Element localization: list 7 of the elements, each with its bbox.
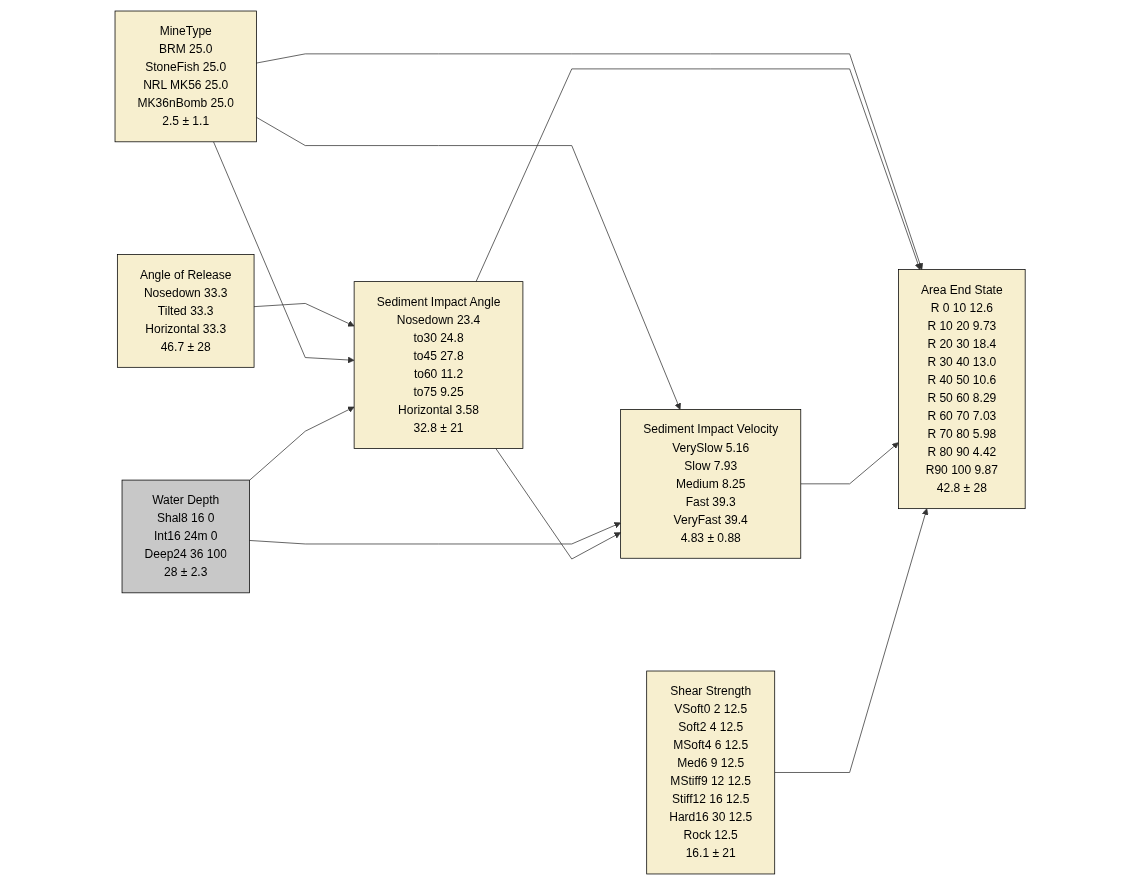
node-box: Angle of Release Nosedown 33.3 Tilted 33.3 Horizontal 33.3 46.7 ± 28 (116, 254, 255, 368)
node-box: Sediment Impact Velocity VerySlow 5.16 Slow 7.93 Medium 8.25 Fast 39.3 VeryFast 39.4 4.83 ± 0.88 (620, 409, 802, 559)
node-box: Area End State R 0 10 12.6 R 10 20 9.73 R 20 30 18.4 R 30 40 13.0 R 40 50 10.6 R 50 60 8.29 R 60 70 7.03 R 70 80 5.98 R 80 90 4.42 R90 100 9.87 42.8 ± 28 (898, 269, 1026, 509)
node-box: Sediment Impact Angle Nosedown 23.4 to30 24.8 to45 27.8 to60 11.2 to75 9.25 Horizontal 3.58 32.8 ± 21 (353, 281, 524, 449)
node-box: Shear Strength VSoft0 2 12.5 Soft2 4 12.5 MSoft4 6 12.5 Med6 9 12.5 MStiff9 12 12.5 Stiff12 16 12.5 Hard16 30 12.5 Rock 12.5 16.1 ± 21 (646, 670, 775, 875)
node-box: Water Depth Shal8 16 0 Int16 24m 0 Deep24 36 100 28 ± 2.3 (121, 479, 250, 594)
node-box: MineType BRM 25.0 StoneFish 25.0 NRL MK56 25.0 MK36nBomb 25.0 2.5 ± 1.1 (114, 10, 257, 143)
